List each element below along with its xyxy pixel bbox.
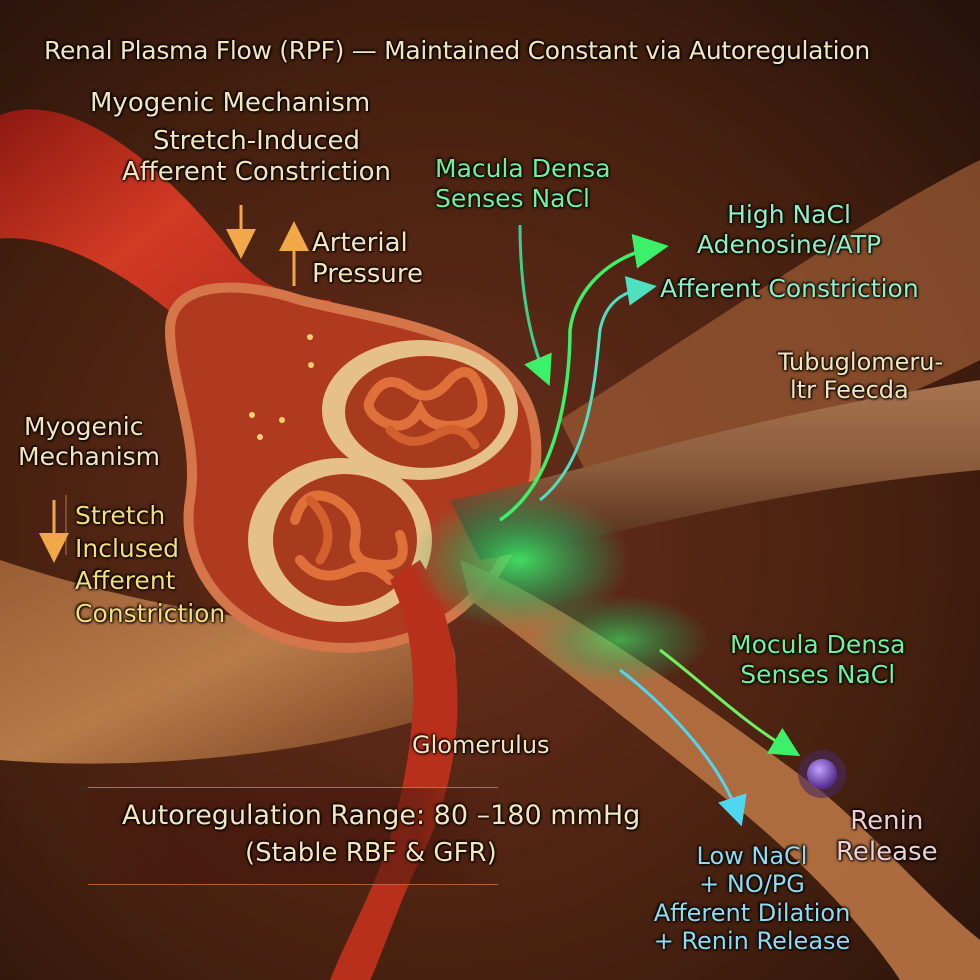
macula-densa-glow: [410, 490, 630, 630]
macula-sense-arrow: [518, 224, 552, 387]
renin-green-arrow: [659, 648, 801, 757]
low-nacl-arrow: [619, 668, 747, 827]
afferent-constriction-label: Afferent Constriction: [660, 274, 919, 303]
tubule-wall-upper: [560, 160, 980, 500]
myogenic-top-subtitle: Stretch-Induced Afferent Constriction: [122, 126, 391, 187]
renin-granule: [807, 759, 837, 789]
high-nacl-label: High NaCl Adenosine/ATP: [696, 200, 882, 259]
glomerular-tuft-upper: [322, 340, 518, 480]
autoregulation-band: [88, 787, 498, 885]
tissue-sheet-left: [0, 560, 456, 764]
adenosine-arrow: [499, 233, 669, 522]
macula-densa-top-label: Macula Densa Senses NaCl: [435, 154, 611, 213]
glomerular-tuft-lower: [248, 458, 432, 622]
myogenic-top-title: Myogenic Mechanism: [90, 88, 371, 118]
page-title: Renal Plasma Flow (RPF) — Maintained Con…: [44, 36, 870, 65]
low-nacl-label: Low NaCl + NO/PG Afferent Dilation + Ren…: [653, 842, 851, 955]
efferent-arteriole: [330, 560, 458, 980]
myogenic-top-line2: Afferent Constriction: [122, 156, 392, 187]
arterial-pressure-label: Arterial Pressure: [312, 228, 424, 289]
autoregulation-note: (Stable RBF & GFR): [245, 838, 497, 868]
myogenic-left-subtitle: Stretch Inclused Afferent Constriction: [75, 501, 226, 628]
constriction-arrow: [539, 276, 657, 502]
myogenic-top-line1: Stretch-Induced: [152, 126, 361, 156]
tubuloglomerular-feedback-label: Tubuglomeru- ltr Feecda: [778, 348, 944, 405]
macula-densa-bottom-label: Mocula Densa Senses NaCl: [730, 630, 906, 689]
myogenic-left-title: Myogenic Mechanism: [18, 412, 161, 471]
glomerulus-label: Glomerulus: [412, 731, 550, 759]
flow-particles: [249, 334, 314, 440]
renin-release-label: Renin Release: [836, 806, 938, 867]
autoregulation-range: Autoregulation Range: 80 –180 mmHg: [122, 800, 641, 831]
